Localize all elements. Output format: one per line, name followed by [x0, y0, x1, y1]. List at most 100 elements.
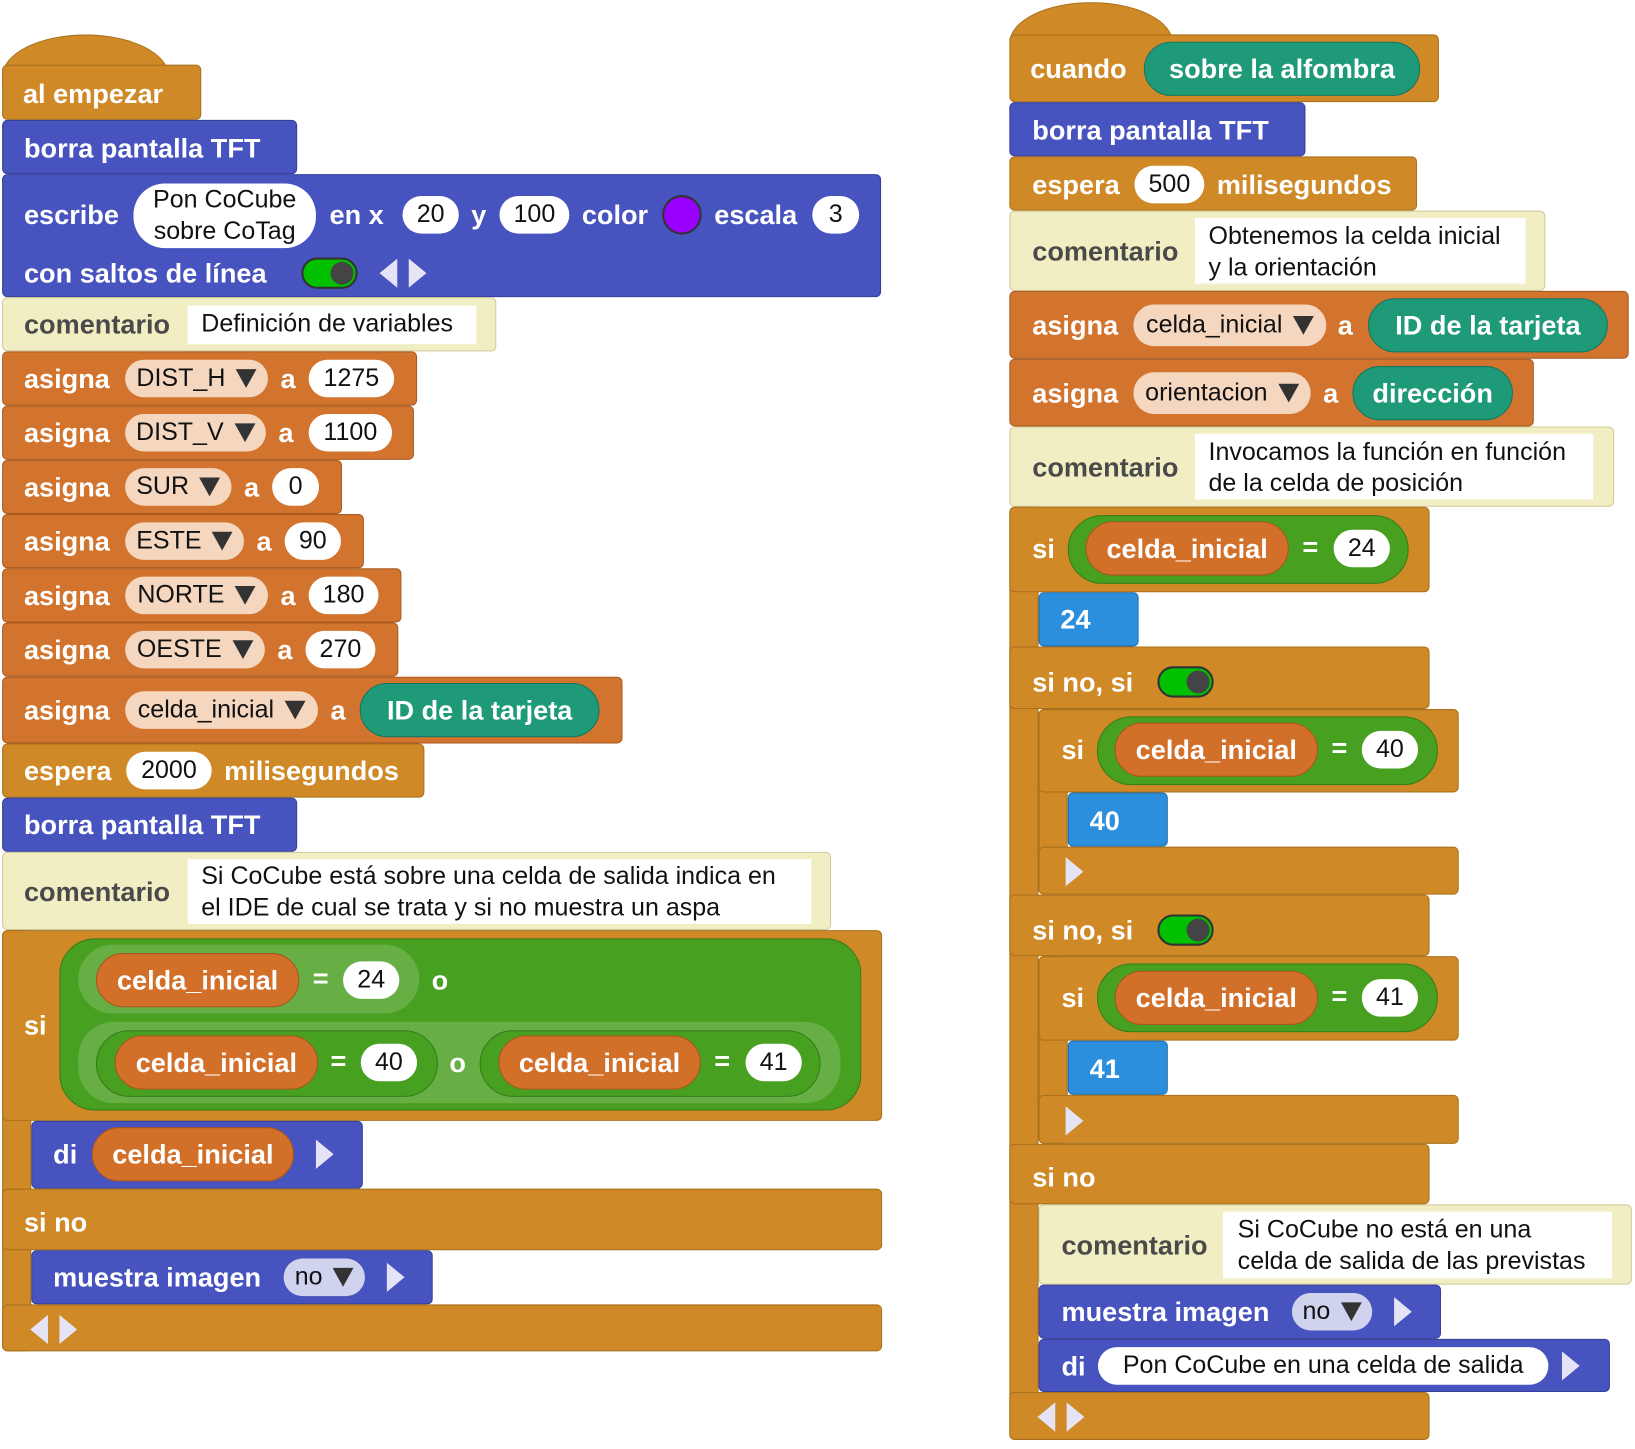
variable-dropdown[interactable]: DIST_V	[125, 413, 266, 452]
if-block-bottom[interactable]	[1038, 1094, 1459, 1144]
variable-reporter-text: celda_inicial	[1106, 532, 1268, 565]
expand-arrow-right-icon[interactable]	[315, 1139, 334, 1169]
block-clear-screen-2[interactable]	[2, 797, 298, 852]
value-input-text: 1275	[323, 363, 380, 393]
variable-reporter[interactable]: celda_inicial	[91, 1127, 295, 1182]
number-input[interactable]: 40	[1361, 730, 1419, 769]
variable-dropdown[interactable]: ESTE	[125, 522, 244, 560]
toggle-switch[interactable]	[1157, 914, 1214, 946]
comment-line: y la orientación	[1208, 253, 1377, 282]
wait-input[interactable]: 500	[1134, 165, 1205, 204]
comment-text-box[interactable]	[187, 859, 812, 924]
collapse-arrow-left-icon[interactable]	[30, 1314, 48, 1345]
image-dropdown[interactable]: no	[1291, 1292, 1373, 1331]
variable-dropdown[interactable]: NORTE	[125, 576, 268, 615]
variable-reporter[interactable]: celda_inicial	[114, 1035, 319, 1090]
variable-reporter[interactable]: celda_inicial	[1085, 521, 1289, 576]
variable-reporter[interactable]: celda_inicial	[95, 953, 300, 1008]
variable-dropdown[interactable]: celda_inicial	[1133, 304, 1327, 347]
number-block[interactable]	[1067, 792, 1168, 847]
value-input[interactable]: 1100	[308, 413, 393, 452]
expand-arrow-right-icon[interactable]	[386, 1262, 405, 1292]
expand-arrow-right-icon[interactable]	[1394, 1297, 1412, 1327]
comment-label: comentario	[23, 308, 171, 340]
else-if-arm[interactable]	[1009, 894, 1430, 957]
expand-arrow-right-icon[interactable]	[1065, 1106, 1084, 1136]
block-clear-screen[interactable]	[2, 119, 298, 175]
comment-text-box[interactable]	[187, 305, 477, 345]
number-block[interactable]	[1038, 592, 1139, 647]
value-input-text: 270	[319, 635, 362, 664]
image-dropdown[interactable]: no	[283, 1258, 365, 1297]
color-label: color	[581, 199, 649, 231]
direction-reporter-text: dirección	[1372, 377, 1493, 409]
variable-dropdown[interactable]: OESTE	[125, 630, 265, 669]
event-dropdown[interactable]: sobre la alfombra	[1143, 41, 1421, 96]
expand-arrow-right-icon[interactable]	[408, 258, 427, 288]
variable-dropdown[interactable]: orientacion	[1133, 372, 1311, 414]
variable-reporter[interactable]: celda_inicial	[1114, 970, 1318, 1025]
y-input[interactable]: 100	[499, 196, 570, 234]
comment-line: Obtenemos la celda inicial	[1208, 222, 1501, 251]
expand-arrow-right-icon[interactable]	[1065, 857, 1084, 887]
say-text-input[interactable]: Pon CoCube en una celda de salida	[1097, 1347, 1549, 1385]
wait-unit: milisegundos	[1216, 168, 1392, 201]
scale-input[interactable]: 3	[812, 196, 860, 234]
card-id-reporter[interactable]: ID de la tarjeta	[1368, 298, 1608, 353]
variable-reporter[interactable]: celda_inicial	[498, 1035, 701, 1090]
hat-block-al-empezar[interactable]	[2, 64, 202, 120]
number-input[interactable]: 24	[343, 961, 400, 999]
else-arm[interactable]	[2, 1188, 883, 1251]
variable-dropdown[interactable]: DIST_H	[125, 359, 268, 398]
variable-reporter[interactable]: celda_inicial	[1114, 722, 1318, 777]
expand-arrow-right-icon[interactable]	[59, 1314, 78, 1345]
block-show-image[interactable]	[1038, 1284, 1442, 1339]
say-text-input-text: Pon CoCube en una celda de salida	[1122, 1351, 1524, 1380]
block-clear-screen[interactable]	[1009, 102, 1306, 157]
direction-reporter[interactable]: dirección	[1352, 365, 1513, 421]
wait-input[interactable]: 2000	[126, 751, 212, 790]
variable-dropdown-text: DIST_H	[136, 363, 226, 393]
expand-arrow-right-icon[interactable]	[1066, 1402, 1085, 1432]
number-input[interactable]: 41	[1361, 979, 1419, 1017]
number-input[interactable]: 41	[745, 1043, 802, 1082]
variable-dropdown-text: celda_inicial	[1146, 310, 1283, 339]
value-input[interactable]: 1275	[308, 359, 395, 398]
number-input[interactable]: 24	[1333, 529, 1390, 568]
else-if-arm[interactable]	[1009, 646, 1430, 710]
value-input[interactable]: 270	[305, 630, 376, 669]
number-label: 40	[1089, 804, 1120, 837]
value-input[interactable]: 180	[308, 576, 379, 615]
number-input[interactable]: 40	[360, 1043, 418, 1082]
if-block-bottom[interactable]	[1038, 846, 1459, 895]
color-swatch[interactable]	[662, 194, 702, 235]
comment-line: de la celda de posición	[1208, 469, 1464, 498]
comment-text-box[interactable]	[1223, 1211, 1613, 1279]
if-block-bottom[interactable]	[2, 1304, 883, 1352]
x-input[interactable]: 20	[402, 196, 459, 234]
toggle-switch[interactable]	[301, 257, 358, 289]
or-label: o	[449, 1046, 466, 1079]
else-arm[interactable]	[1009, 1143, 1430, 1205]
value-input[interactable]: 90	[284, 522, 341, 560]
expand-arrow-right-icon[interactable]	[1561, 1351, 1580, 1381]
block-wait[interactable]	[1009, 156, 1418, 211]
collapse-arrow-left-icon[interactable]	[379, 258, 398, 288]
comment-text-box[interactable]	[1194, 217, 1526, 284]
toggle-switch[interactable]	[1157, 666, 1214, 698]
y-label: y	[471, 199, 487, 231]
comment-text-box[interactable]	[1194, 433, 1594, 500]
block-show-image[interactable]	[31, 1250, 433, 1305]
variable-dropdown[interactable]: celda_inicial	[125, 691, 319, 729]
wait-label: espera	[23, 754, 112, 787]
block-wait[interactable]	[2, 743, 425, 798]
card-id-reporter[interactable]: ID de la tarjeta	[359, 682, 600, 738]
collapse-arrow-left-icon[interactable]	[1037, 1402, 1056, 1432]
variable-dropdown[interactable]: SUR	[125, 468, 232, 506]
else-if-label: si no, si	[1032, 666, 1134, 698]
value-input[interactable]: 0	[272, 468, 320, 506]
number-block[interactable]	[1067, 1040, 1168, 1095]
say-label: di	[1061, 1350, 1086, 1382]
